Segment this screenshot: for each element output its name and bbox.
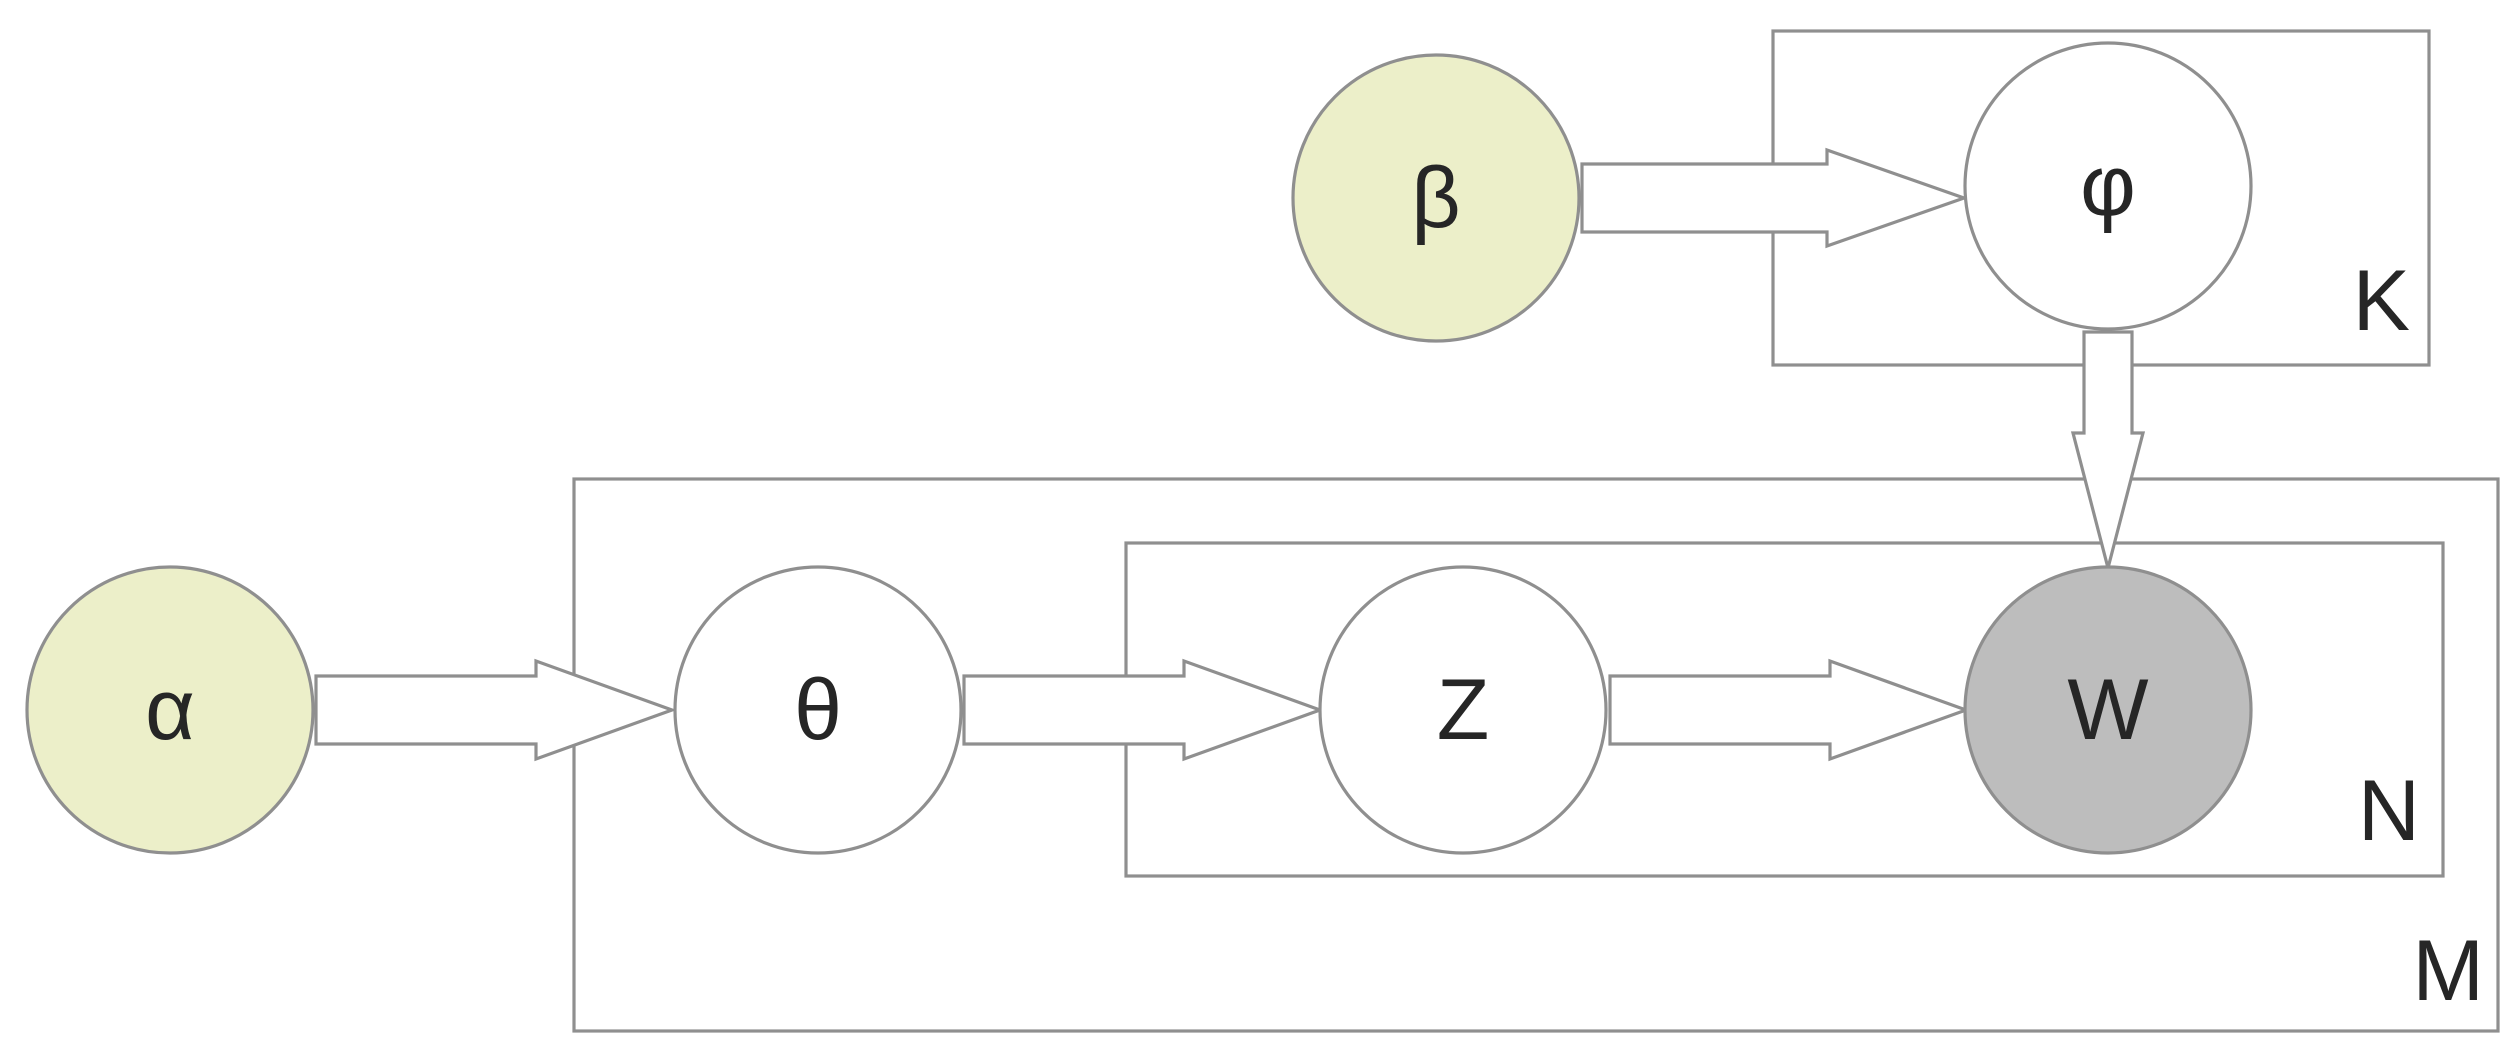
plate-m: M (572, 477, 2500, 1033)
node-theta: θ (673, 565, 963, 855)
node-alpha-circle (25, 565, 315, 855)
node-w: W (1963, 565, 2253, 855)
node-phi: φ (1963, 41, 2253, 331)
edge-beta-to-phi (1580, 147, 1969, 249)
node-phi-circle (1963, 41, 2253, 331)
node-beta: β (1291, 53, 1581, 343)
plate-m-frame (572, 477, 2500, 1033)
node-theta-label: θ (794, 662, 842, 758)
plate-n-label: N (2358, 763, 2420, 859)
edge-z-to-w (1608, 658, 1971, 762)
node-phi-label: φ (2080, 138, 2136, 234)
plate-m-label: M (2412, 923, 2484, 1019)
node-w-circle (1963, 565, 2253, 855)
node-theta-circle (673, 565, 963, 855)
node-w-label: W (2067, 662, 2148, 758)
edge-phi-to-w (2070, 330, 2146, 575)
node-alpha-label: α (145, 662, 195, 758)
node-beta-circle (1291, 53, 1581, 343)
edge-theta-to-z (962, 658, 1325, 762)
node-z-label: Z (1437, 662, 1490, 758)
node-z-circle (1318, 565, 1608, 855)
node-alpha: α (25, 565, 315, 855)
plate-k-label: K (2353, 253, 2410, 349)
node-beta-label: β (1411, 150, 1460, 246)
node-z: Z (1318, 565, 1608, 855)
edge-alpha-to-theta (314, 658, 677, 762)
